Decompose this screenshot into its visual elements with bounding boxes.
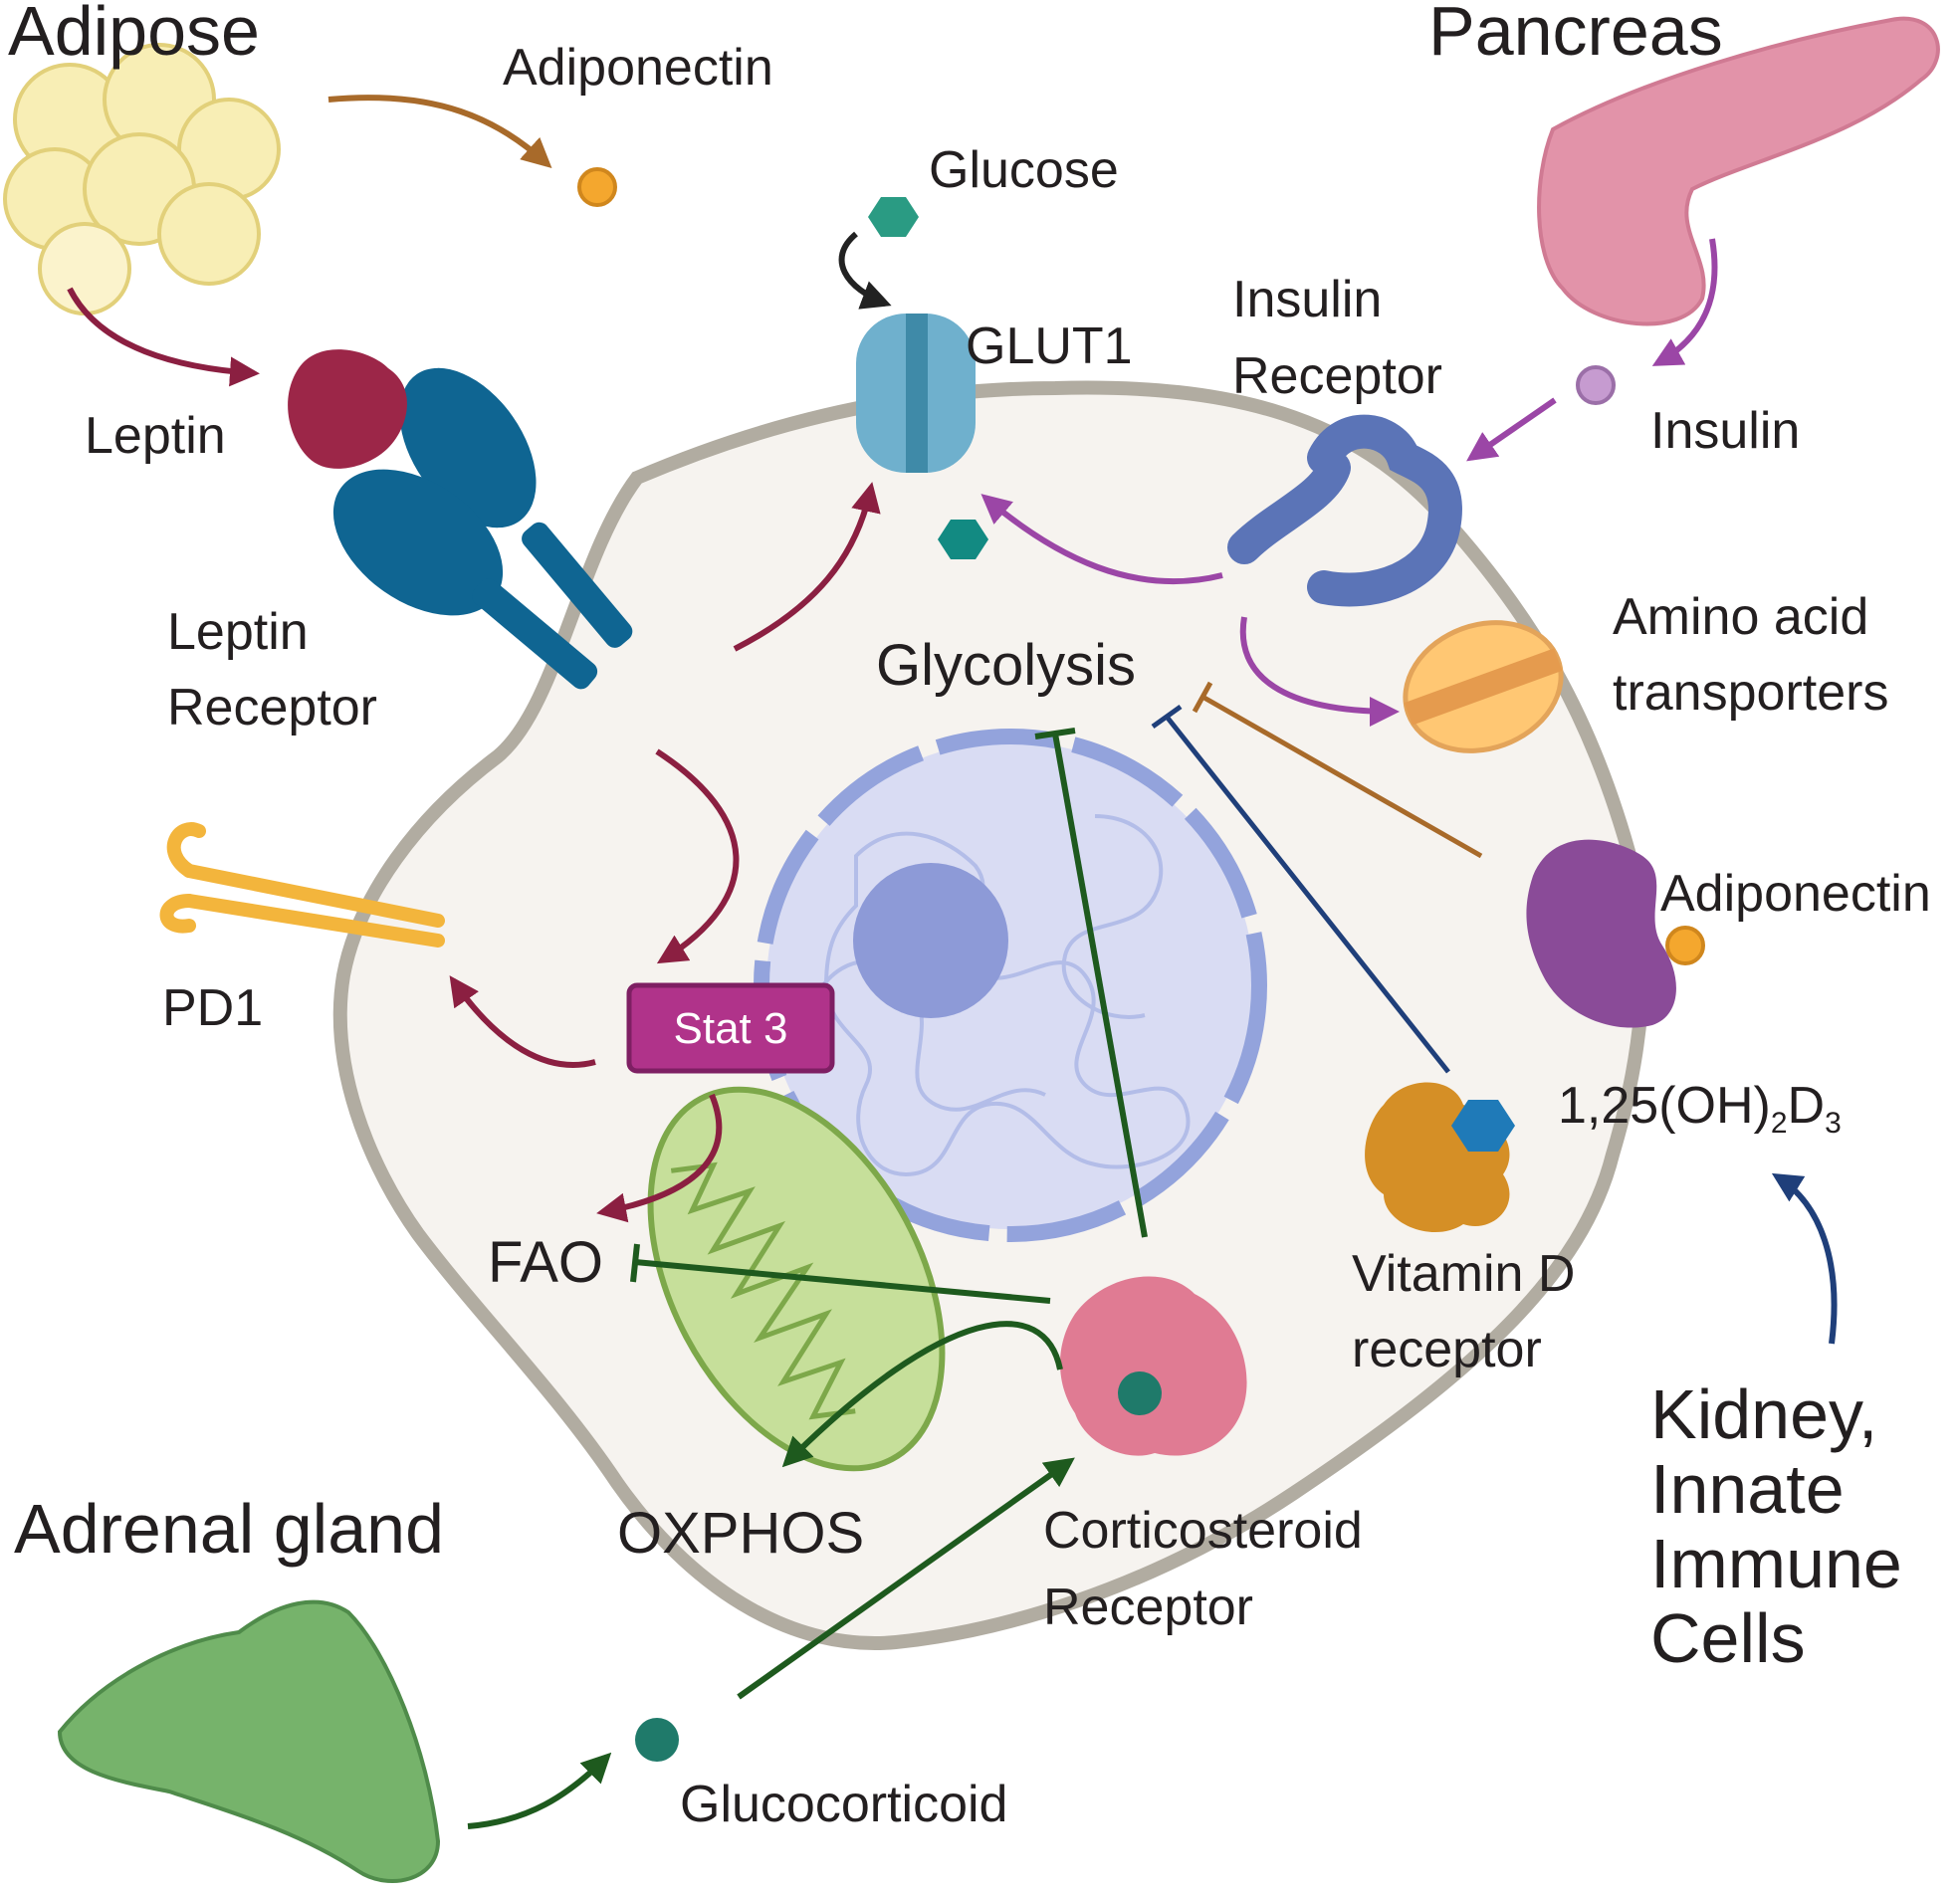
glucose-molecule-inside	[938, 520, 988, 559]
glycolysis-label: Glycolysis	[876, 633, 1136, 698]
adipose-tissue-illustration	[3, 43, 281, 316]
inhibit-vitd-glycolysis	[1151, 704, 1450, 1074]
insulin-receptor-shape	[1227, 414, 1462, 607]
arrow-glucocorticoid-receptor	[737, 1457, 1075, 1700]
adipose-title: Adipose	[8, 0, 260, 70]
fao-label: FAO	[488, 1230, 603, 1295]
leptin-receptor-label-1: Leptin	[167, 603, 309, 661]
arrow-stat3-pd1	[449, 975, 596, 1068]
insulin-molecule	[1576, 365, 1616, 405]
arrow-adipose-adiponectin	[327, 95, 552, 169]
amino-acid-label-2: transporters	[1613, 664, 1888, 722]
adrenal-gland-illustration	[57, 1599, 441, 1883]
oxphos-label: OXPHOS	[617, 1501, 864, 1566]
amino-acid-label-1: Amino acid	[1613, 588, 1868, 646]
corticosteroid-receptor-label-2: Receptor	[1043, 1579, 1253, 1636]
adiponectin-molecule-right	[1665, 926, 1705, 965]
adrenal-title: Adrenal gland	[14, 1490, 444, 1568]
arrow-leptin-glut1	[733, 482, 881, 652]
inhibit-adiponectin-glycolysis	[1192, 681, 1483, 859]
arrow-insulin-receptor	[1466, 397, 1557, 462]
arrow-insulin-glut1	[980, 494, 1223, 585]
vitamin-d-receptor-label-2: receptor	[1352, 1321, 1542, 1378]
amino-acid-transporter-shape	[1403, 620, 1564, 753]
arrow-cort-oxphos	[781, 1321, 1063, 1468]
glucocorticoid-molecule	[635, 1718, 679, 1762]
pancreas-title: Pancreas	[1428, 0, 1723, 70]
stat3-box	[626, 982, 835, 1074]
insulin-receptor-label-1: Insulin	[1232, 271, 1382, 328]
glut1-label: GLUT1	[966, 317, 1133, 375]
inhibit-cort-glycolysis	[1034, 728, 1148, 1238]
corticosteroid-receptor-label-1: Corticosteroid	[1043, 1502, 1363, 1560]
glucose-label: Glucose	[929, 141, 1119, 199]
kidney-title-3: Immune	[1650, 1525, 1902, 1602]
insulin-receptor-label-2: Receptor	[1232, 347, 1442, 405]
glucose-molecule-outside	[868, 197, 919, 237]
arrow-adipose-leptin	[67, 287, 260, 387]
pancreas-illustration	[1537, 16, 1940, 326]
pd1-label: PD1	[162, 979, 263, 1037]
arrow-adrenal-glucocorticoid	[467, 1752, 612, 1829]
glut1-transporter-shape	[856, 314, 976, 473]
adiponectin-receptor-shape	[1526, 839, 1676, 1028]
leptin-receptor-label-2: Receptor	[167, 679, 377, 737]
stat3-label: Stat 3	[674, 1004, 788, 1053]
arrow-leptin-stat3	[655, 748, 740, 964]
vitamin-d-label: 1,25(OH)2D3	[1558, 1077, 1842, 1140]
arrow-insulin-amino	[1239, 616, 1400, 727]
adiponectin-label-top: Adiponectin	[503, 39, 773, 97]
leptin-molecule	[288, 349, 407, 469]
adiponectin-label-right: Adiponectin	[1660, 865, 1931, 923]
leptin-receptor-shape	[332, 367, 633, 690]
arrow-pancreas-insulin	[1651, 238, 1718, 366]
insulin-label: Insulin	[1650, 402, 1800, 460]
arrow-kidney-vitd	[1771, 1172, 1838, 1345]
inhibit-cort-fao	[630, 1243, 1051, 1304]
kidney-title-4: Cells	[1650, 1599, 1806, 1677]
kidney-title-2: Innate	[1650, 1450, 1845, 1528]
corticosteroid-receptor-shape	[1060, 1276, 1247, 1456]
adiponectin-molecule-top	[577, 167, 617, 207]
arrow-stat3-fao	[596, 1093, 723, 1223]
leptin-label: Leptin	[85, 407, 226, 465]
vitamin-d-molecule	[1451, 1100, 1515, 1152]
glucocorticoid-bound-molecule	[1118, 1371, 1162, 1415]
pd1-receptor-shape	[159, 822, 445, 948]
vitamin-d-receptor-label-1: Vitamin D	[1352, 1245, 1575, 1303]
arrow-glucose-glut1	[838, 231, 892, 310]
kidney-title-1: Kidney,	[1650, 1375, 1877, 1453]
glucocorticoid-label: Glucocorticoid	[680, 1776, 1007, 1833]
